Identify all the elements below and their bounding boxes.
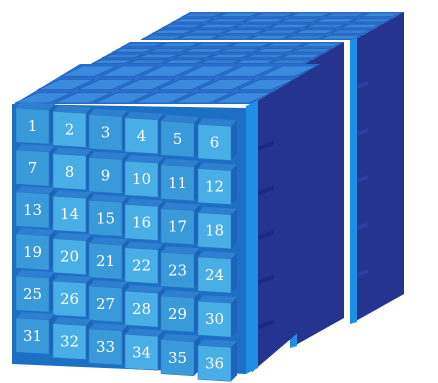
cell-28: 28 [125, 285, 164, 327]
cell-number: 32 [60, 333, 79, 351]
cell-12: 12 [198, 163, 237, 205]
cell-side-face [231, 165, 237, 205]
cell-number: 5 [173, 130, 183, 148]
cell-1: 1 [16, 102, 55, 144]
cell-32: 32 [53, 318, 92, 360]
cell-number: 31 [23, 327, 42, 345]
cell-number: 29 [168, 305, 187, 323]
cell-30: 30 [198, 295, 237, 337]
cell-number: 26 [60, 290, 79, 308]
cell-21: 21 [89, 237, 128, 279]
cell-20: 20 [53, 233, 92, 275]
back-edge-strip [350, 38, 357, 324]
cell-number: 14 [60, 205, 79, 223]
cell-number: 6 [210, 133, 220, 151]
cell-number: 22 [132, 257, 151, 275]
cell-number: 27 [96, 295, 115, 313]
cell-number: 36 [205, 354, 224, 372]
cell-5: 5 [161, 115, 200, 157]
cell-number: 25 [23, 285, 42, 303]
cell-number: 16 [132, 213, 151, 231]
cell-number: 17 [168, 218, 187, 236]
cell-number: 21 [96, 252, 115, 270]
cell-number: 34 [132, 343, 151, 361]
cell-side-face [231, 253, 237, 293]
cell-26: 26 [53, 275, 92, 317]
cell-23: 23 [161, 246, 200, 288]
cell-11: 11 [161, 159, 200, 201]
cell-15: 15 [89, 194, 128, 236]
cell-2: 2 [53, 105, 92, 147]
cell-number: 28 [132, 300, 151, 318]
cell-13: 13 [16, 186, 55, 228]
cell-33: 33 [89, 323, 128, 365]
cell-number: 11 [168, 174, 187, 192]
cell-number: 13 [23, 201, 42, 219]
cell-number: 9 [101, 166, 111, 184]
cell-22: 22 [125, 242, 164, 284]
cell-16: 16 [125, 198, 164, 240]
cell-number: 7 [28, 159, 38, 177]
cell-34: 34 [125, 328, 164, 370]
cell-side-face [231, 341, 237, 381]
cell-4: 4 [125, 112, 164, 154]
cell-31: 31 [16, 312, 55, 354]
cell-number: 8 [65, 163, 75, 181]
cell-number: 20 [60, 248, 79, 266]
back-side-face [354, 12, 404, 322]
cell-3: 3 [89, 109, 128, 151]
cell-7: 7 [16, 144, 55, 186]
cell-side-face [231, 209, 237, 249]
cell-number: 15 [96, 209, 115, 227]
cell-24: 24 [198, 251, 237, 293]
cell-35: 35 [161, 334, 200, 376]
cell-number: 18 [205, 222, 224, 240]
cell-29: 29 [161, 290, 200, 332]
cell-number: 33 [96, 338, 115, 356]
cell-number: 2 [65, 120, 75, 138]
cell-9: 9 [89, 151, 128, 193]
cell-number: 4 [137, 127, 147, 145]
cell-8: 8 [53, 148, 92, 190]
cell-number: 3 [101, 124, 111, 142]
cell-14: 14 [53, 190, 92, 232]
cell-18: 18 [198, 207, 237, 249]
cell-number: 24 [205, 266, 224, 284]
cell-side-face [231, 120, 237, 160]
cell-number: 35 [168, 349, 187, 367]
cell-17: 17 [161, 203, 200, 245]
cell-36: 36 [198, 339, 237, 381]
cell-10: 10 [125, 155, 164, 197]
cell-27: 27 [89, 280, 128, 322]
cell-number: 1 [28, 117, 38, 135]
cell-25: 25 [16, 270, 55, 312]
cell-6: 6 [198, 118, 237, 160]
cell-number: 10 [132, 170, 151, 188]
cell-number: 30 [205, 310, 224, 328]
front-edge-strip [246, 100, 258, 374]
cell-number: 23 [168, 261, 187, 279]
cell-side-face [231, 297, 237, 337]
cell-number: 12 [205, 178, 224, 196]
cell-number: 19 [23, 243, 42, 261]
cell-19: 19 [16, 228, 55, 270]
